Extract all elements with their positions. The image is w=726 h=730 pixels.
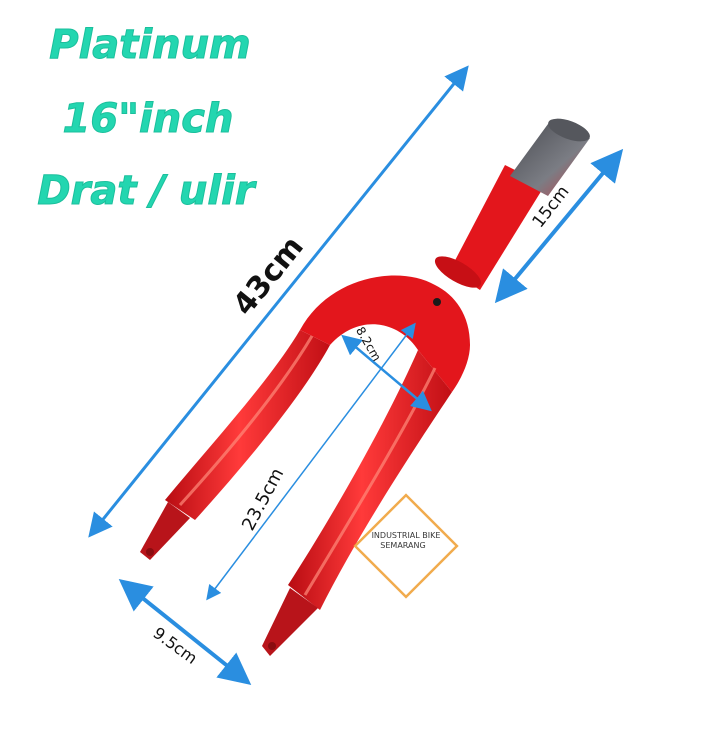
brake-mount-hole: [433, 298, 441, 306]
fork-leg-right: [288, 350, 452, 610]
title-block: Platinum 16"inch Drat / ulir: [37, 22, 257, 215]
title-line-2: 16"inch: [63, 96, 234, 142]
watermark-text-line-2: SEMARANG: [380, 541, 425, 550]
watermark-logo: INDUSTRIAL BIKE SEMARANG: [353, 493, 459, 599]
label-inner-width: 8.2cm: [353, 324, 384, 363]
title-line-1: Platinum: [49, 22, 250, 68]
fork-crown: [300, 275, 470, 392]
dropout-right: [262, 588, 318, 656]
arrow-total-length: [88, 65, 469, 538]
watermark-text-line-1: INDUSTRIAL BIKE: [372, 531, 441, 540]
title-line-3: Drat / ulir: [37, 168, 256, 214]
label-dropout-width: 9.5cm: [149, 623, 200, 668]
arrow-leg-length: [206, 322, 416, 601]
arrow-steerer-length: [494, 148, 624, 304]
arrow-dropout-width: [118, 579, 252, 685]
dimension-arrows: [88, 65, 624, 685]
dimension-labels: 43cm 15cm 8.2cm 23.5cm 9.5cm: [149, 182, 573, 668]
